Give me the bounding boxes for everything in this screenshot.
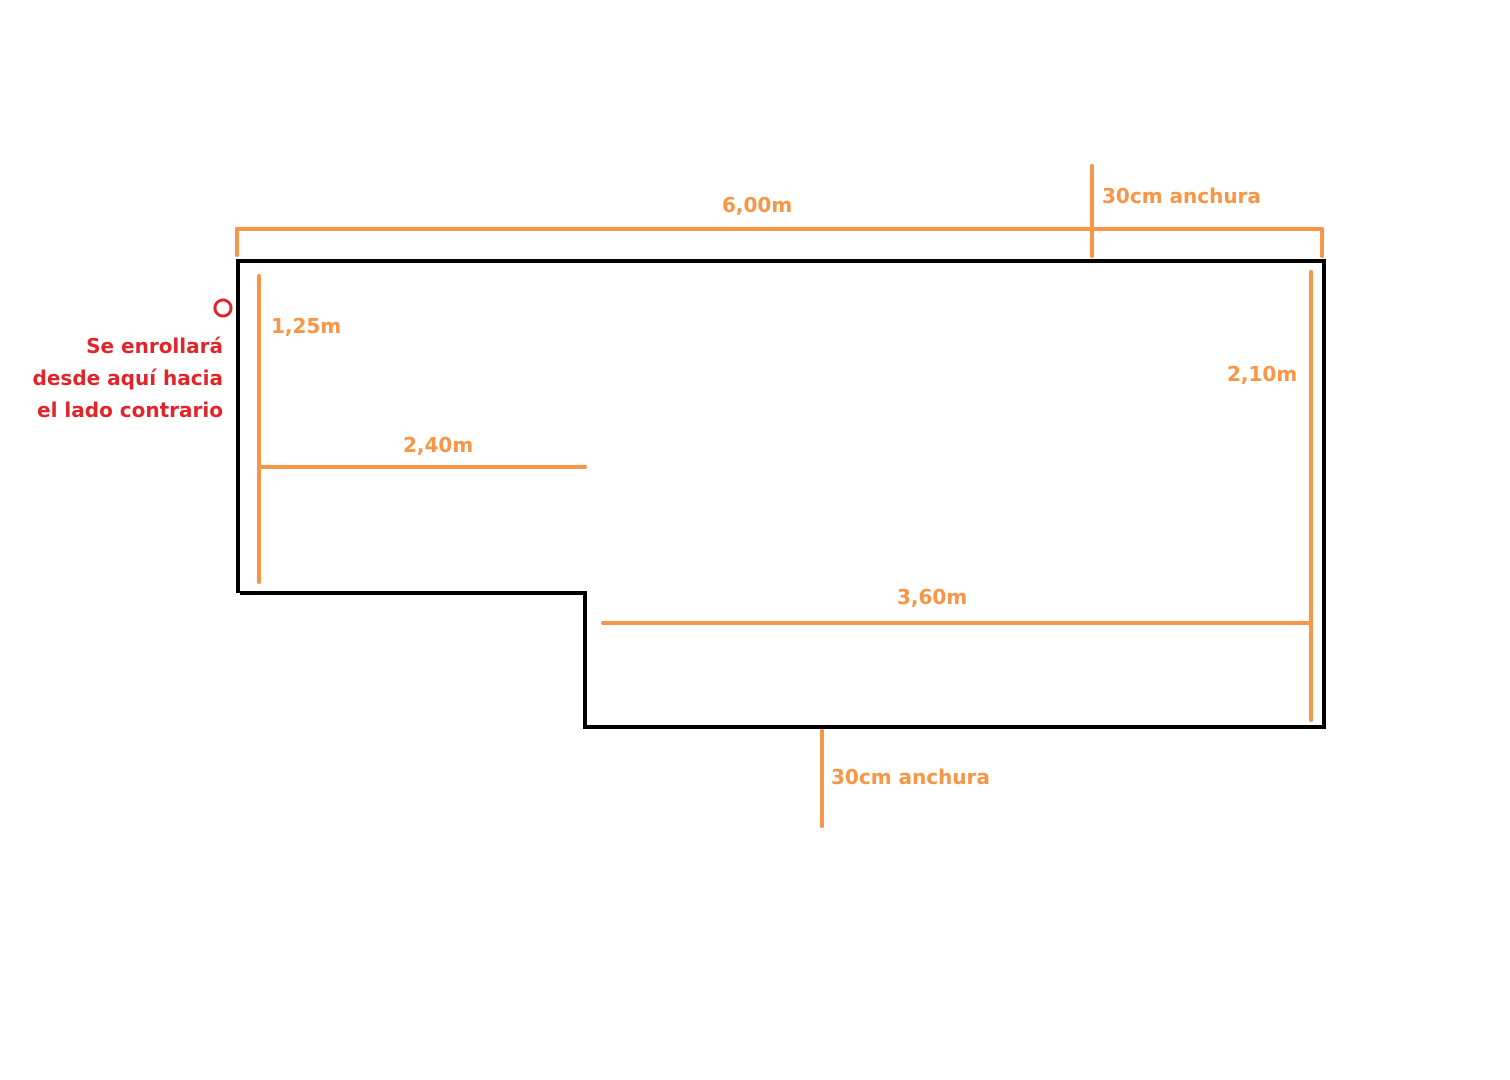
- roll-direction-note: Se enrollará desde aquí hacia el lado co…: [33, 330, 223, 426]
- top-dimension-line: [235, 227, 1324, 258]
- left-inner-width-label: 2,40m: [403, 433, 474, 457]
- top-strip-label: 30cm anchura: [1102, 184, 1261, 208]
- bottom-inner-width-label: 3,60m: [897, 585, 968, 609]
- left-height-label: 1,25m: [271, 314, 342, 338]
- top-width-label: 6,00m: [722, 193, 793, 217]
- bottom-strip-label: 30cm anchura: [831, 765, 990, 789]
- note-line-1: Se enrollará: [86, 334, 223, 358]
- right-height-label: 2,10m: [1227, 362, 1298, 386]
- circle-marker-icon: [213, 298, 233, 318]
- room-outline: [236, 259, 1326, 729]
- note-line-3: el lado contrario: [37, 398, 223, 422]
- note-line-2: desde aquí hacia: [32, 366, 223, 390]
